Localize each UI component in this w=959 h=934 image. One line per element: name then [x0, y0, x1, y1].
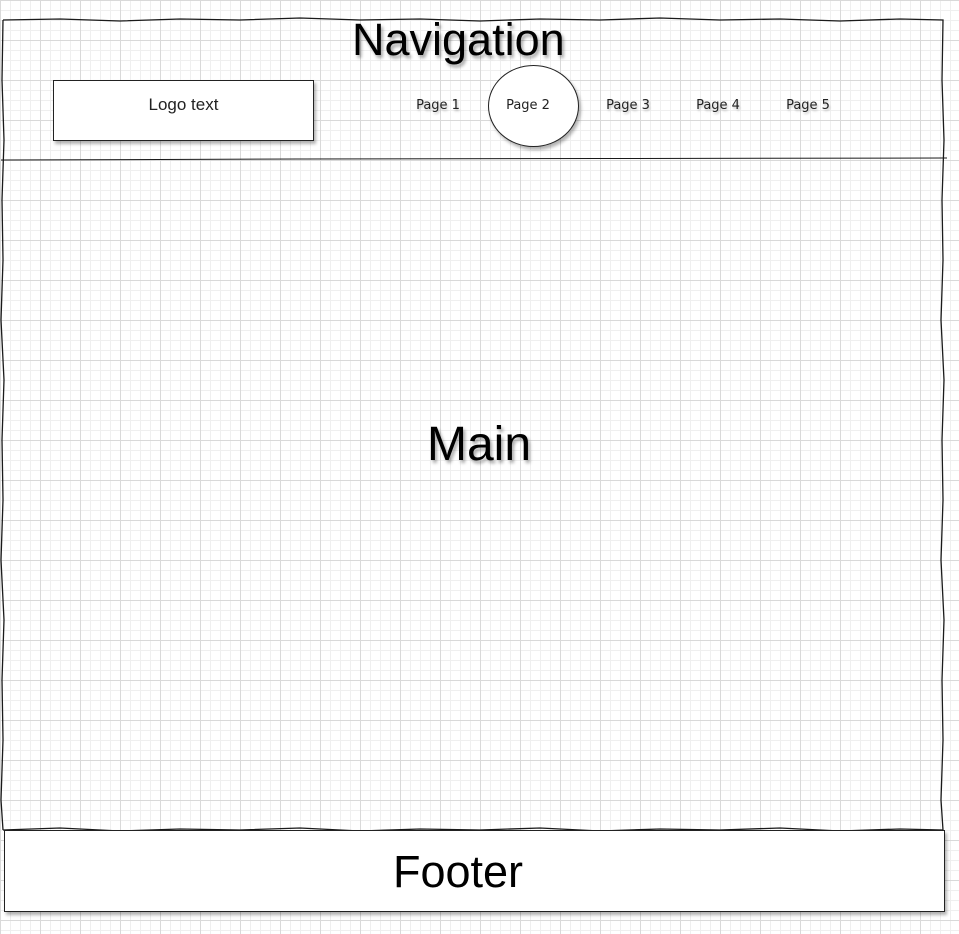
nav-link-page-3[interactable]: Page 3	[606, 98, 650, 113]
footer-box	[4, 830, 945, 912]
nav-link-page-2[interactable]: Page 2	[506, 98, 550, 113]
navigation-title: Navigation	[352, 14, 565, 65]
footer-title: Footer	[392, 846, 524, 897]
active-page-highlight	[488, 65, 579, 147]
nav-link-page-4[interactable]: Page 4	[696, 98, 740, 113]
nav-link-page-5[interactable]: Page 5	[786, 98, 830, 113]
main-title: Main	[426, 418, 532, 471]
nav-link-page-1[interactable]: Page 1	[416, 98, 460, 113]
logo-box[interactable]: Logo text	[53, 80, 314, 141]
nav-separator-line	[0, 157, 948, 161]
logo-text: Logo text	[148, 95, 219, 114]
